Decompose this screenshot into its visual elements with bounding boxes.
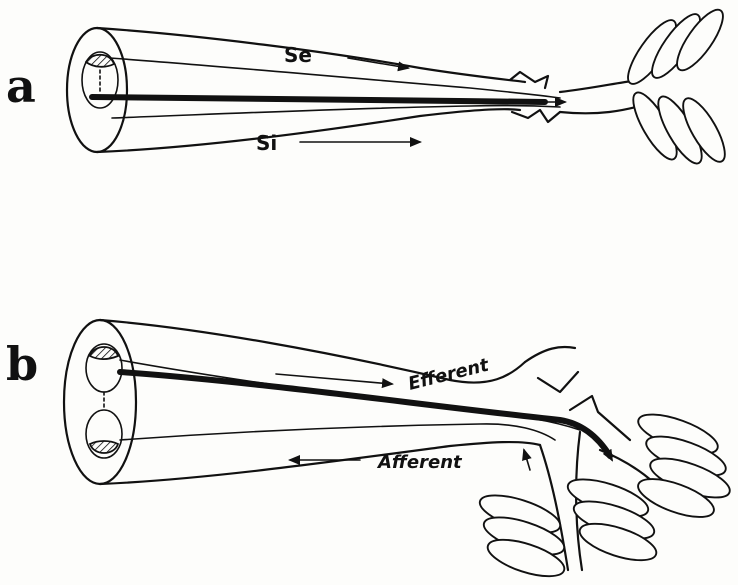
panel-b-efferent-label: Efferent [406, 354, 492, 395]
panel-b-fibre-lower [120, 424, 555, 440]
panel-a: a [6, 4, 732, 169]
panel-a-fibre-to-muscle-lower [560, 106, 640, 113]
panel-a-si-label: Si [256, 131, 277, 155]
panel-a-se-label: Se [284, 43, 312, 67]
panel-b-top-branch [525, 347, 575, 362]
panel-b-label: b [6, 337, 38, 391]
panel-b-efferent-arrow [276, 374, 392, 384]
panel-a-trunk-cross-section [67, 28, 127, 152]
panel-a-se-arrow [348, 58, 408, 68]
panel-a-label: a [6, 59, 36, 113]
panel-b-afferent-terminal-arrow [524, 450, 530, 470]
panel-a-fibre-lower [112, 106, 560, 118]
panel-a-thick-axon [92, 97, 545, 102]
panel-b-sheath-lower [100, 442, 540, 484]
panel-b: b [6, 320, 734, 584]
panel-a-branch-lower-tip [512, 110, 560, 122]
panel-b-afferent-label: Afferent [376, 452, 463, 473]
panel-b-notch-branch [538, 372, 578, 392]
panel-a-nerve-trunk [67, 28, 640, 152]
panel-b-afferent-hatched-region [90, 441, 118, 453]
panel-a-muscle [620, 4, 732, 169]
